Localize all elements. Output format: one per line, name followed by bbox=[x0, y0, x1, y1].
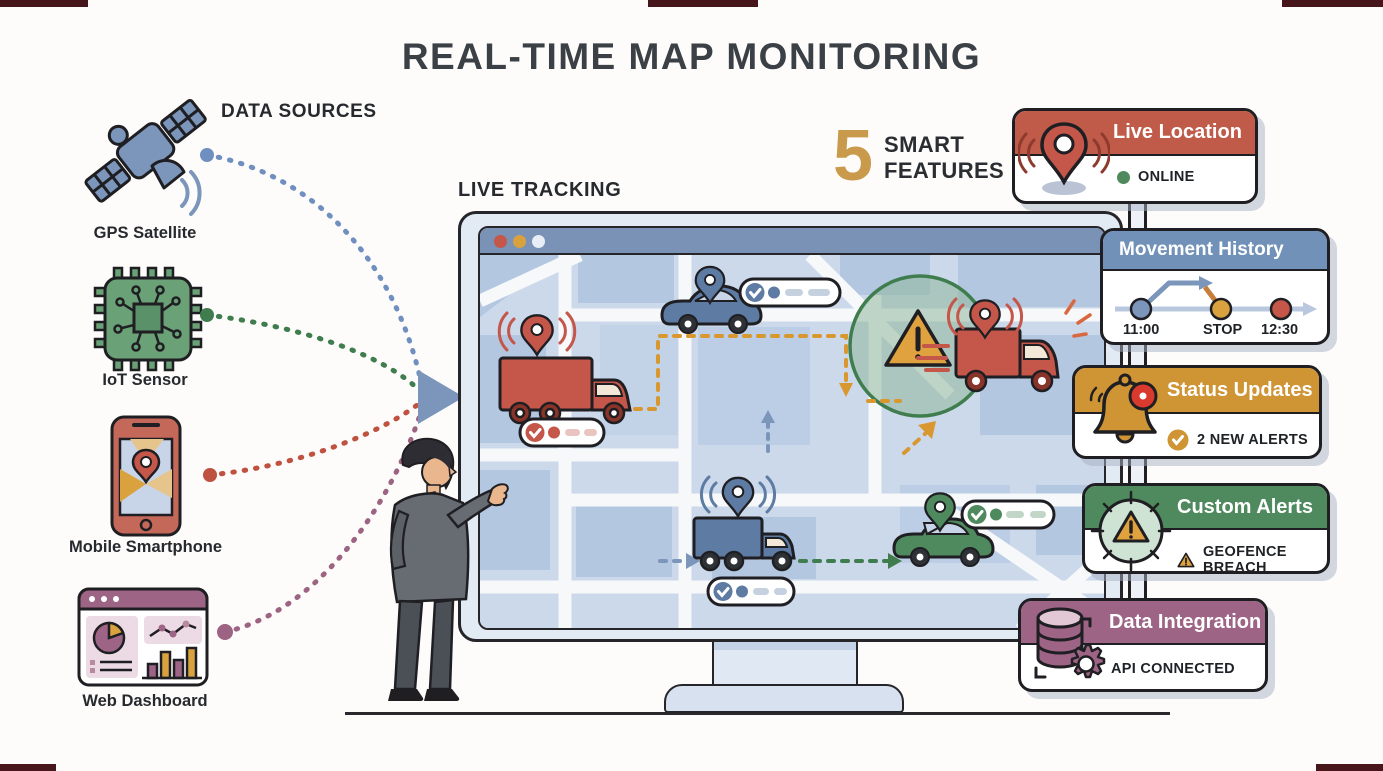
red-pin bbox=[520, 314, 554, 358]
monitor bbox=[458, 211, 1123, 642]
van-pin-signal-icon bbox=[946, 297, 1024, 336]
window-close-icon bbox=[494, 235, 507, 248]
data-integration-status: API CONNECTED bbox=[1111, 661, 1235, 677]
geofence-warning-icon bbox=[884, 309, 952, 367]
smart-features-heading: SMART FEATURES bbox=[884, 132, 1004, 184]
status-updates-title: Status Updates bbox=[1167, 378, 1313, 401]
blue-pin-signal-icon bbox=[699, 475, 777, 514]
green-pin bbox=[924, 492, 956, 533]
warning-triangle-icon bbox=[1177, 552, 1195, 568]
window-minimize-icon bbox=[513, 235, 526, 248]
alert-sparks-icon bbox=[1064, 299, 1092, 338]
window-maximize-icon bbox=[532, 235, 545, 248]
geofence-crosshair-icon bbox=[1090, 490, 1172, 572]
smart-features-line1: SMART bbox=[884, 132, 965, 157]
red-pin-signal-icon bbox=[497, 311, 577, 352]
live-location-status: ONLINE bbox=[1117, 169, 1195, 185]
card-live-location: Live Location ONLINE bbox=[1012, 108, 1258, 204]
web-dashboard-label: Web Dashboard bbox=[82, 692, 208, 710]
ground-line bbox=[345, 712, 1170, 715]
motion-lines-icon bbox=[916, 344, 950, 372]
timeline-stop-label: STOP bbox=[1203, 322, 1243, 338]
monitor-stand-neck bbox=[712, 640, 858, 686]
live-tracking-heading: LIVE TRACKING bbox=[458, 179, 622, 201]
red-pin-van bbox=[969, 299, 1001, 340]
check-circle-icon bbox=[1167, 429, 1189, 451]
movement-history-header: Movement History bbox=[1103, 231, 1327, 271]
status-updates-status: 2 NEW ALERTS bbox=[1167, 429, 1308, 451]
bell-icon bbox=[1089, 373, 1158, 444]
green-status-pill bbox=[960, 499, 1056, 530]
card-movement-history: Movement History 11:00 STOP 12:30 bbox=[1100, 228, 1330, 345]
mobile-smartphone-label: Mobile Smartphone bbox=[68, 538, 223, 556]
custom-alerts-status: GEOFENCE BREACH bbox=[1177, 544, 1327, 571]
iot-sensor-label: IoT Sensor bbox=[102, 371, 188, 389]
blue-truck bbox=[692, 516, 796, 572]
gps-satellite-label: GPS Satellite bbox=[93, 224, 197, 242]
edge-bar-top-left bbox=[0, 0, 88, 7]
custom-alerts-title: Custom Alerts bbox=[1177, 495, 1313, 518]
map-browser-window bbox=[478, 226, 1106, 630]
page-title: REAL-TIME MAP MONITORING bbox=[401, 36, 982, 77]
satellite-icon bbox=[84, 99, 207, 216]
chip-icon bbox=[93, 266, 203, 372]
timeline-end-label: 12:30 bbox=[1261, 322, 1299, 338]
edge-bar-bottom-right bbox=[1316, 764, 1383, 771]
edge-bar-bottom-left bbox=[0, 764, 56, 771]
red-status-pill bbox=[518, 417, 606, 448]
blue-status-pill-bottom bbox=[706, 576, 796, 607]
dashboard-icon bbox=[77, 587, 209, 687]
blue-status-pill-top bbox=[738, 277, 842, 308]
data-sources-heading: DATA SOURCES bbox=[221, 101, 377, 122]
online-dot-icon bbox=[1117, 170, 1130, 184]
edge-bar-top-right bbox=[1282, 0, 1383, 7]
edge-bar-top-center bbox=[648, 0, 758, 7]
smart-features-line2: FEATURES bbox=[884, 158, 1005, 183]
live-map bbox=[480, 255, 1104, 628]
location-pin-icon bbox=[1018, 122, 1110, 195]
live-location-title: Live Location bbox=[1113, 121, 1242, 143]
data-flow-connectors bbox=[200, 148, 464, 640]
browser-title-bar bbox=[480, 228, 1104, 255]
green-car bbox=[892, 517, 995, 567]
route-paths bbox=[619, 334, 936, 569]
data-integration-title: Data Integration bbox=[1109, 610, 1262, 633]
monitor-stand-base bbox=[664, 684, 904, 713]
blue-pin bbox=[694, 265, 726, 305]
smartphone-icon bbox=[110, 415, 182, 537]
timeline-icon bbox=[1115, 276, 1317, 321]
presenter-person bbox=[388, 437, 509, 701]
smart-features-count: 5 bbox=[833, 116, 874, 196]
database-gear-icon bbox=[1034, 607, 1106, 679]
timeline-start-label: 11:00 bbox=[1123, 322, 1160, 338]
movement-history-title: Movement History bbox=[1119, 239, 1284, 260]
blue-pin-bottom bbox=[721, 476, 755, 519]
converge-arrow-icon bbox=[418, 370, 464, 424]
gear-icon bbox=[1070, 643, 1106, 679]
